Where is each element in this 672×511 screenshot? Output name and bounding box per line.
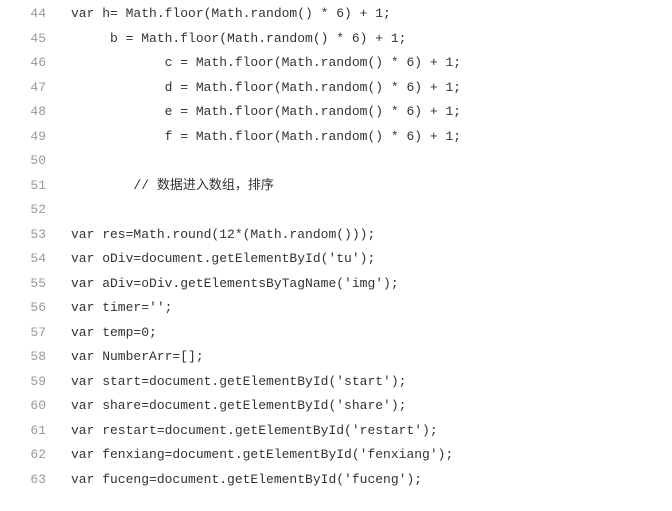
line-number: 51 [30,177,46,193]
line-number: 50 [30,153,46,168]
line-number: 44 [30,6,46,21]
line-number: 52 [30,202,46,217]
code-line: 57 var temp=0; [0,321,672,346]
code-line: 60 var share=document.getElementById('sha… [0,394,672,419]
code-line: 48 e = Math.floor(Math.random() * 6) + 1… [0,100,672,125]
line-number: 56 [30,300,46,315]
line-number: 49 [30,128,46,144]
code-line: 45 b = Math.floor(Math.random() * 6) + 1… [0,27,672,52]
code-text: c = Math.floor(Math.random() * 6) + 1; [71,55,462,70]
code-line: 55 var aDiv=oDiv.getElementsByTagName('im… [0,272,672,297]
code-text: var h= Math.floor(Math.random() * 6) + 1… [71,6,391,21]
line-number: 63 [30,471,46,487]
code-text: var temp=0; [71,324,157,340]
line-number: 54 [30,251,46,266]
code-line: 54 var oDiv=document.getElementById('tu')… [0,247,672,272]
code-line: 50 [0,149,672,174]
code-text: var timer=''; [71,300,173,315]
code-text: var share=document.getElementById('share… [71,398,407,413]
line-number: 46 [30,55,46,70]
code-line: 44 var h= Math.floor(Math.random() * 6) +… [0,2,672,27]
code-line: 49 f = Math.floor(Math.random() * 6) + 1… [0,125,672,150]
code-text: var aDiv=oDiv.getElementsByTagName('img'… [71,275,399,291]
code-text: d = Math.floor(Math.random() * 6) + 1; [71,79,462,95]
code-text: var fenxiang=document.getElementById('fe… [71,447,454,462]
line-number: 45 [30,30,46,46]
line-number: 58 [30,349,46,364]
line-number: 55 [30,275,46,291]
line-number: 60 [30,398,46,413]
code-line: 61 var restart=document.getElementById('r… [0,419,672,444]
code-text: var oDiv=document.getElementById('tu'); [71,251,376,266]
code-text: e = Math.floor(Math.random() * 6) + 1; [71,104,462,119]
line-number: 61 [30,422,46,438]
code-viewer: 44 var h= Math.floor(Math.random() * 6) +… [0,2,672,492]
code-text: var res=Math.round(12*(Math.random())); [71,226,376,242]
code-text: f = Math.floor(Math.random() * 6) + 1; [71,128,462,144]
line-number: 59 [30,373,46,389]
code-line: 62 var fenxiang=document.getElementById('… [0,443,672,468]
code-line: 52 [0,198,672,223]
line-number: 57 [30,324,46,340]
code-text: var NumberArr=[]; [71,349,204,364]
code-line: 47 d = Math.floor(Math.random() * 6) + 1… [0,76,672,101]
code-line: 56 var timer=''; [0,296,672,321]
line-number: 47 [30,79,46,95]
code-text: var restart=document.getElementById('res… [71,422,438,438]
code-line-comment: 51 // 数据进入数组，排序 [0,174,672,199]
code-line: 59 var start=document.getElementById('sta… [0,370,672,395]
code-text: var start=document.getElementById('start… [71,373,407,389]
code-line: 53 var res=Math.round(12*(Math.random()))… [0,223,672,248]
code-text: b = Math.floor(Math.random() * 6) + 1; [71,30,407,46]
code-text: var fuceng=document.getElementById('fuce… [71,471,423,487]
code-line: 46 c = Math.floor(Math.random() * 6) + 1… [0,51,672,76]
code-line: 63 var fuceng=document.getElementById('fu… [0,468,672,493]
line-number: 48 [30,104,46,119]
code-comment: // 数据进入数组，排序 [71,177,274,193]
line-number: 62 [30,447,46,462]
code-line: 58 var NumberArr=[]; [0,345,672,370]
line-number: 53 [30,226,46,242]
